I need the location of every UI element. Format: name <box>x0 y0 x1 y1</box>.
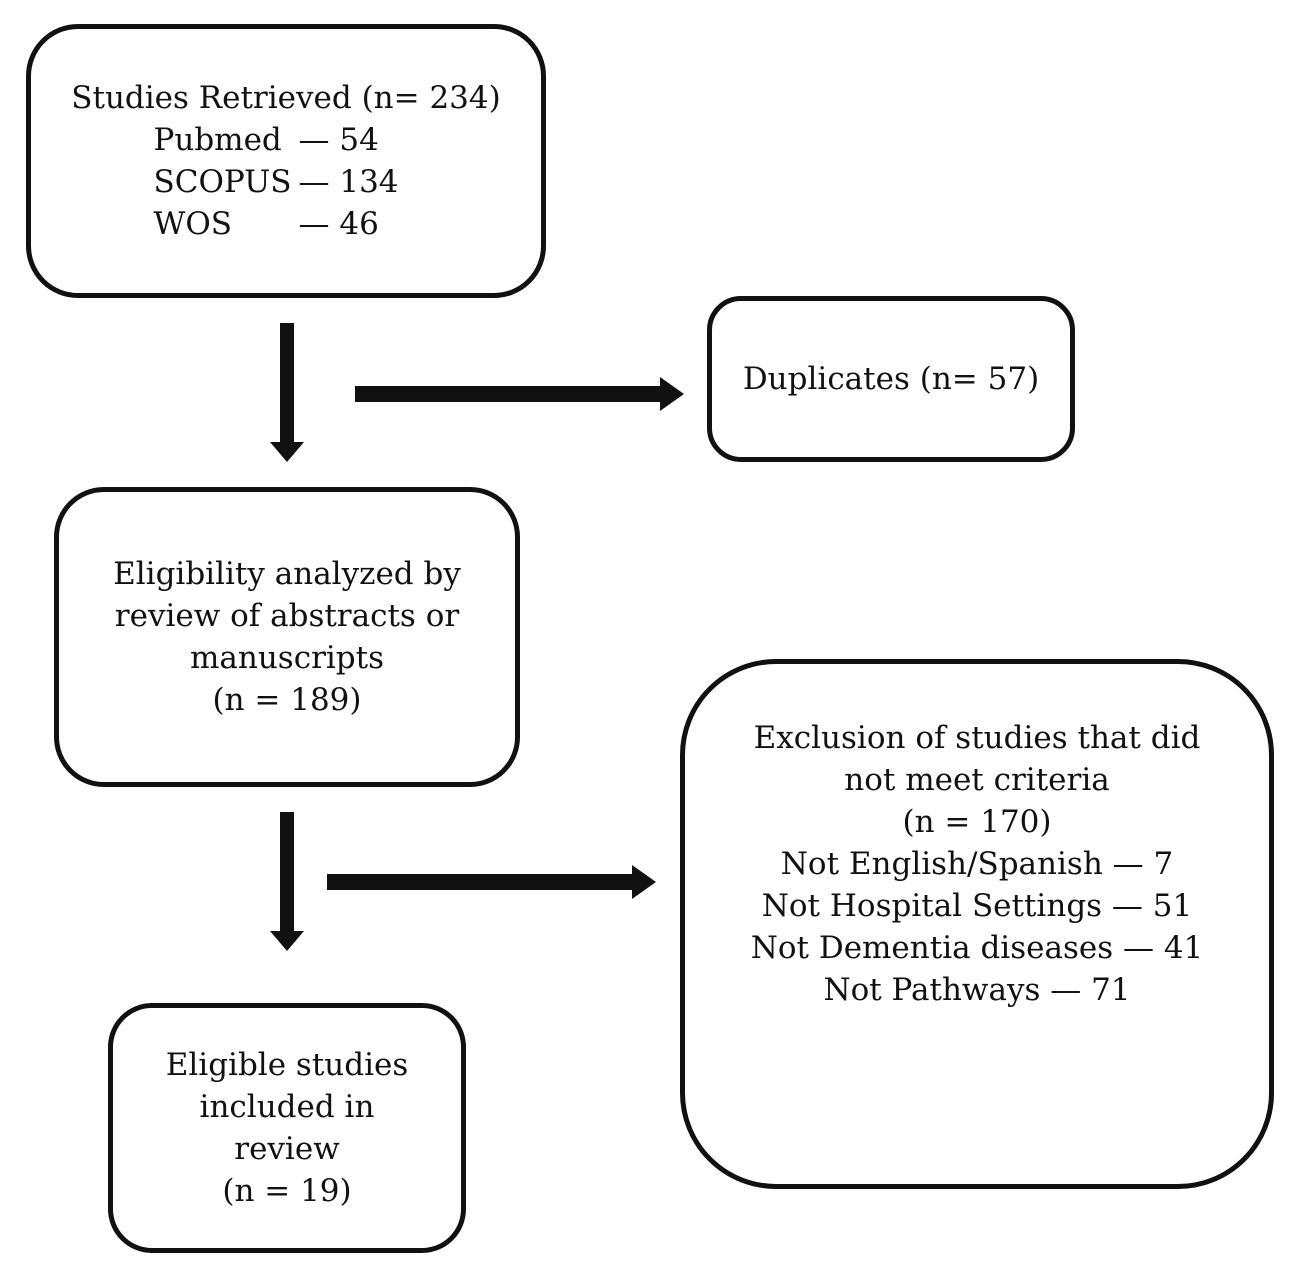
eligibility-line: manuscripts <box>189 640 385 676</box>
eligibility-box: Eligibility analyzed by review of abstra… <box>54 487 520 787</box>
source-name: SCOPUS <box>153 164 292 200</box>
source-row-wos: WOS — 46 <box>154 203 399 245</box>
included-line: Eligible studies <box>165 1047 409 1083</box>
exclusion-reason: Not Pathways — 71 <box>823 972 1131 1008</box>
right-arrow-duplicates <box>355 377 684 411</box>
source-name: Pubmed <box>153 122 282 158</box>
exclusion-reason: Not Hospital Settings — 51 <box>761 888 1193 924</box>
source-row-pubmed: Pubmed — 54 <box>154 119 399 161</box>
exclusion-content: Exclusion of studies that did not meet c… <box>751 717 1204 1011</box>
right-arrow-exclusion <box>327 865 656 899</box>
included-count: (n = 19) <box>222 1173 352 1209</box>
exclusion-count: (n = 170) <box>902 804 1052 840</box>
exclusion-line: not meet criteria <box>844 762 1110 798</box>
exclusion-line: Exclusion of studies that did <box>753 720 1201 756</box>
studies-retrieved-title: Studies Retrieved (n= 234) <box>71 80 501 116</box>
included-line: included in <box>199 1089 375 1125</box>
included-studies-box: Eligible studies included in review (n =… <box>108 1003 466 1253</box>
duplicates-box: Duplicates (n= 57) <box>707 296 1075 462</box>
down-arrow-2 <box>270 812 304 951</box>
source-count: — 46 <box>298 206 379 242</box>
eligibility-line: review of abstracts or <box>114 598 460 634</box>
exclusion-box: Exclusion of studies that did not meet c… <box>680 659 1274 1189</box>
source-row-scopus: SCOPUS — 134 <box>154 161 399 203</box>
eligibility-count: (n = 189) <box>212 682 362 718</box>
exclusion-reason: Not Dementia diseases — 41 <box>750 930 1204 966</box>
source-name: WOS <box>153 206 233 242</box>
source-count: — 134 <box>298 164 399 200</box>
duplicates-label: Duplicates (n= 57) <box>742 361 1040 397</box>
eligibility-line: Eligibility analyzed by <box>113 556 461 592</box>
studies-retrieved-box: Studies Retrieved (n= 234) Pubmed — 54 S… <box>26 24 546 298</box>
exclusion-reason: Not English/Spanish — 7 <box>780 846 1174 882</box>
source-list: Pubmed — 54 SCOPUS — 134 WOS — 46 <box>154 119 399 245</box>
included-line: review <box>234 1131 340 1167</box>
down-arrow-1 <box>270 323 304 462</box>
source-count: — 54 <box>298 122 379 158</box>
